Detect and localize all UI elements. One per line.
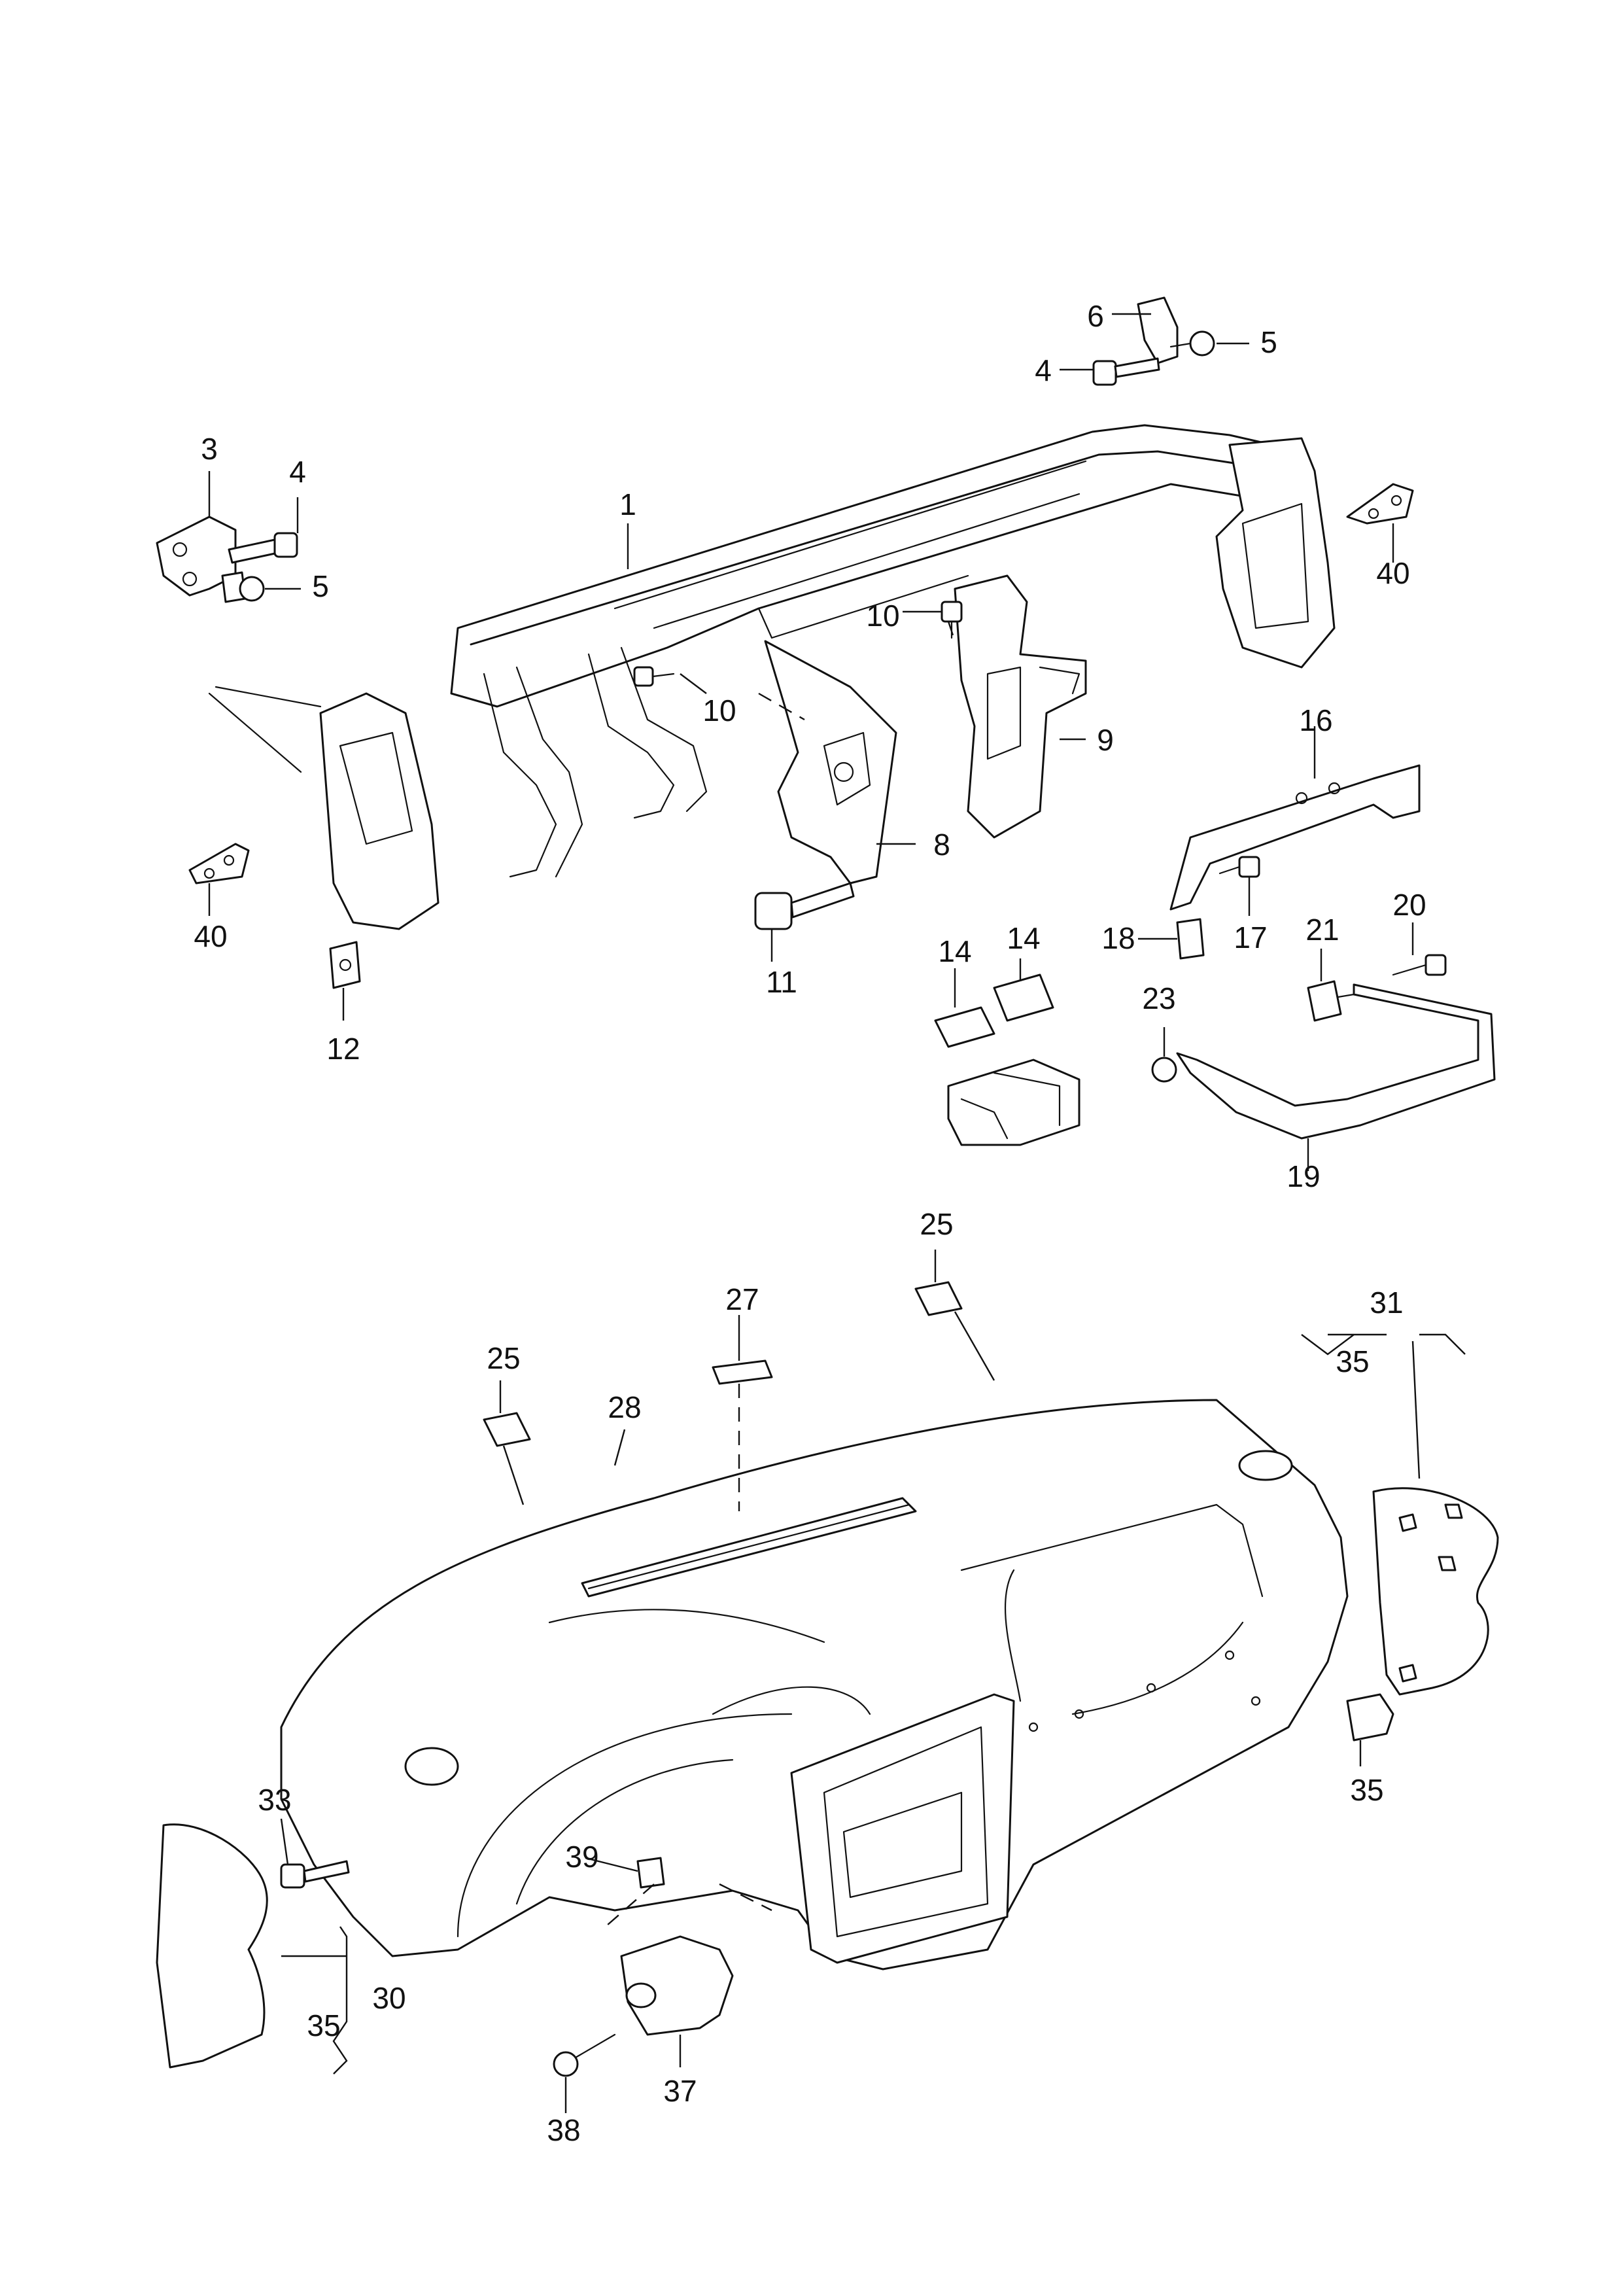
callout-25-right: 25: [920, 1207, 953, 1241]
screw-38: [553, 2033, 616, 2077]
callout-11: 11: [766, 965, 797, 999]
callout-4-left: 4: [289, 455, 306, 489]
hinge-40-right: [1346, 483, 1414, 525]
callout-18: 18: [1101, 921, 1135, 955]
callout-35-right: 35: [1350, 1773, 1383, 1807]
callout-5-left: 5: [312, 569, 329, 603]
bracket-16: [1169, 764, 1421, 911]
callout-16: 16: [1299, 703, 1332, 737]
callout-10-lower: 10: [702, 693, 736, 727]
callout-33: 33: [258, 1783, 291, 1817]
callout-labels: 1 3 4 5 6 4 5 40 40 10 10 9 8 11 12 14 1…: [194, 299, 1426, 2147]
callout-14-right: 14: [1007, 921, 1040, 955]
nut-23: [1151, 1057, 1177, 1083]
nut-5-right: [1169, 330, 1215, 357]
clip-35-right: [1346, 1693, 1394, 1742]
callout-31: 31: [1370, 1286, 1403, 1320]
callout-17: 17: [1234, 920, 1267, 955]
callout-20: 20: [1392, 888, 1426, 922]
callout-8: 8: [933, 828, 950, 862]
clip-39: [636, 1857, 665, 1889]
callout-9: 9: [1097, 723, 1114, 757]
callout-35-left: 35: [307, 2008, 340, 2042]
callout-39: 39: [565, 1840, 598, 1874]
bolt-17: [1218, 856, 1260, 878]
callout-12: 12: [326, 1032, 360, 1066]
leader-lines: [208, 313, 1466, 2113]
cover-37: [620, 1935, 734, 2036]
bolt-20: [1392, 954, 1447, 976]
callout-19: 19: [1287, 1159, 1320, 1193]
callout-14-left: 14: [938, 934, 971, 968]
callout-30: 30: [372, 1981, 406, 2015]
clip-25-left: [483, 1412, 531, 1447]
cross-member: [208, 424, 1336, 930]
callout-35-top: 35: [1336, 1344, 1369, 1378]
dashboard: [280, 1399, 1349, 1971]
callout-25-left: 25: [487, 1341, 520, 1375]
callout-40-left: 40: [194, 919, 227, 953]
callout-28: 28: [608, 1390, 641, 1424]
callout-37: 37: [663, 2074, 697, 2108]
clip-25-right: [914, 1281, 963, 1316]
nut-5-left: [221, 571, 265, 603]
side-cover-31: [1372, 1487, 1499, 1696]
callout-40-right: 40: [1376, 556, 1409, 590]
clip-21: [1307, 980, 1342, 1022]
callout-27: 27: [725, 1282, 759, 1316]
callout-3: 3: [201, 432, 218, 466]
hinge-40-left: [188, 843, 250, 885]
callout-1: 1: [619, 487, 636, 521]
bracket-6: [1137, 296, 1179, 364]
callout-4-right: 4: [1035, 353, 1052, 387]
clip-27: [712, 1359, 773, 1385]
callout-6: 6: [1087, 299, 1104, 333]
callout-5-right: 5: [1260, 325, 1277, 359]
callout-10-upper: 10: [866, 599, 899, 633]
callout-38: 38: [547, 2113, 580, 2147]
side-cover-30: [156, 1823, 268, 2069]
clip-12: [329, 941, 361, 989]
control-unit-14: [934, 973, 1080, 1146]
bolt-33: [280, 1860, 350, 1889]
callout-21: 21: [1305, 913, 1339, 947]
callout-23: 23: [1142, 981, 1175, 1015]
bolt-4-left: [228, 532, 298, 564]
bolt-11: [754, 882, 855, 930]
clip-18: [1176, 918, 1205, 960]
bolt-10-lower: [633, 666, 675, 687]
bolt-4-right: [1092, 357, 1160, 386]
